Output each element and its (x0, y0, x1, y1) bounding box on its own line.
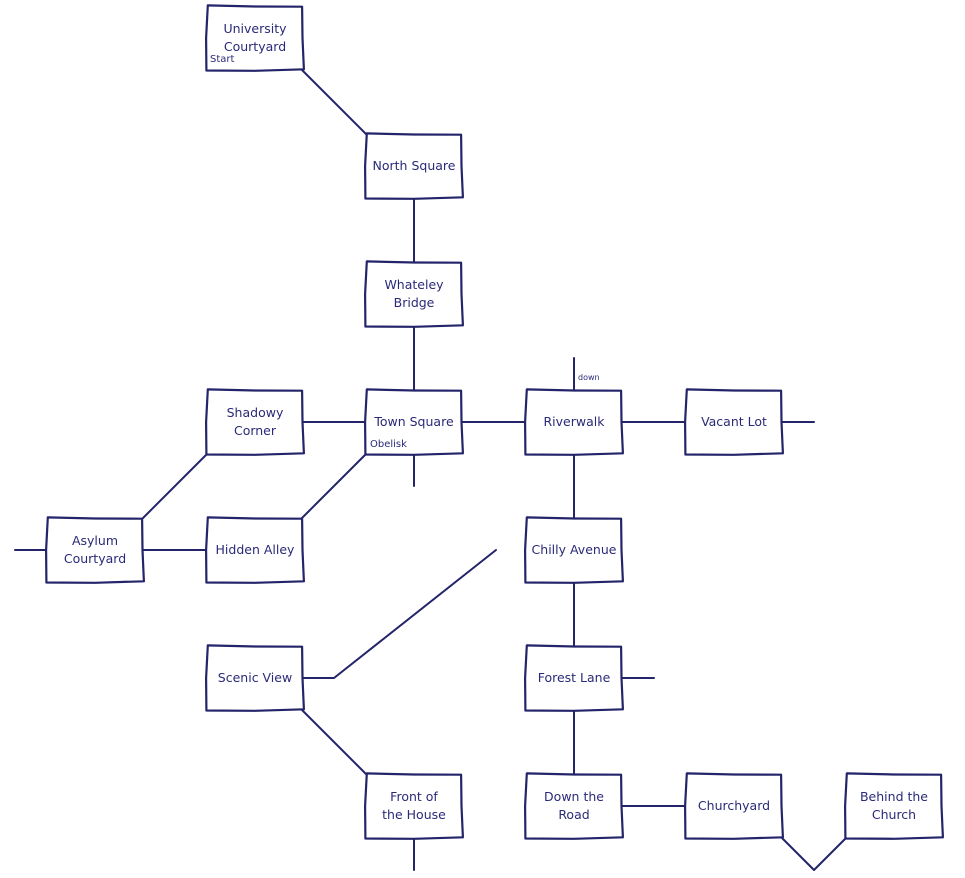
room-vacant-lot: Vacant Lot (684, 388, 784, 456)
room-label: Town Square (373, 414, 454, 429)
connection-chilly-avenue-to-scenic-view (301, 549, 497, 679)
connection-hidden-alley-to-town-square (301, 453, 367, 519)
room-label: Courtyard (64, 551, 126, 566)
room-front-of-the-house: Front of the House (364, 772, 464, 840)
connection-churchyard-to-behind-the-church (781, 837, 847, 871)
room-box (364, 772, 464, 840)
connection-shadowy-corner-to-asylum-courtyard (142, 453, 208, 519)
connection-scenic-view-to-front-of-the-house (301, 709, 367, 775)
note-obelisk: Obelisk (370, 439, 407, 450)
room-label: Front of (390, 789, 438, 804)
room-hidden-alley: Hidden Alley (205, 516, 305, 584)
note-down: down (578, 373, 600, 382)
room-box (524, 516, 624, 584)
room-box (205, 388, 305, 456)
room-label: the House (382, 807, 446, 822)
room-label: North Square (373, 158, 456, 173)
room-riverwalk: Riverwalk (524, 388, 624, 456)
connection-university-courtyard-to-north-square (301, 69, 367, 135)
room-box (364, 260, 464, 328)
room-box (364, 132, 464, 200)
room-box (844, 772, 944, 840)
room-label: Behind the (860, 789, 928, 804)
room-label: Down the (544, 789, 604, 804)
room-label: Asylum (72, 533, 118, 548)
room-box (524, 772, 624, 840)
room-box (205, 516, 305, 584)
room-label: Shadowy (227, 405, 284, 420)
room-chilly-avenue: Chilly Avenue (524, 516, 624, 584)
room-label: Forest Lane (538, 670, 611, 685)
room-churchyard: Churchyard (684, 772, 784, 840)
room-label: Hidden Alley (216, 542, 296, 557)
room-label: Churchyard (698, 798, 770, 813)
room-box (205, 644, 305, 712)
room-label: Whateley (384, 277, 444, 292)
room-scenic-view: Scenic View (205, 644, 305, 712)
room-north-square: North Square (364, 132, 464, 200)
room-label: University (223, 21, 287, 36)
room-label: Bridge (394, 295, 435, 310)
room-label: Riverwalk (544, 414, 606, 429)
room-box (524, 388, 624, 456)
room-label: Church (872, 807, 916, 822)
room-label: Corner (234, 423, 277, 438)
room-label: Courtyard (224, 39, 286, 54)
connections-layer (14, 69, 847, 871)
room-label: Chilly Avenue (532, 542, 617, 557)
room-label: Vacant Lot (701, 414, 767, 429)
room-box (45, 516, 145, 584)
note-start: Start (210, 54, 235, 65)
room-box (524, 644, 624, 712)
room-forest-lane: Forest Lane (524, 644, 624, 712)
room-box (684, 772, 784, 840)
room-box (684, 388, 784, 456)
room-box (364, 388, 464, 456)
room-label: Road (558, 807, 589, 822)
room-label: Scenic View (218, 670, 292, 685)
room-town-square: Town Square (364, 388, 464, 456)
room-box (205, 4, 305, 72)
